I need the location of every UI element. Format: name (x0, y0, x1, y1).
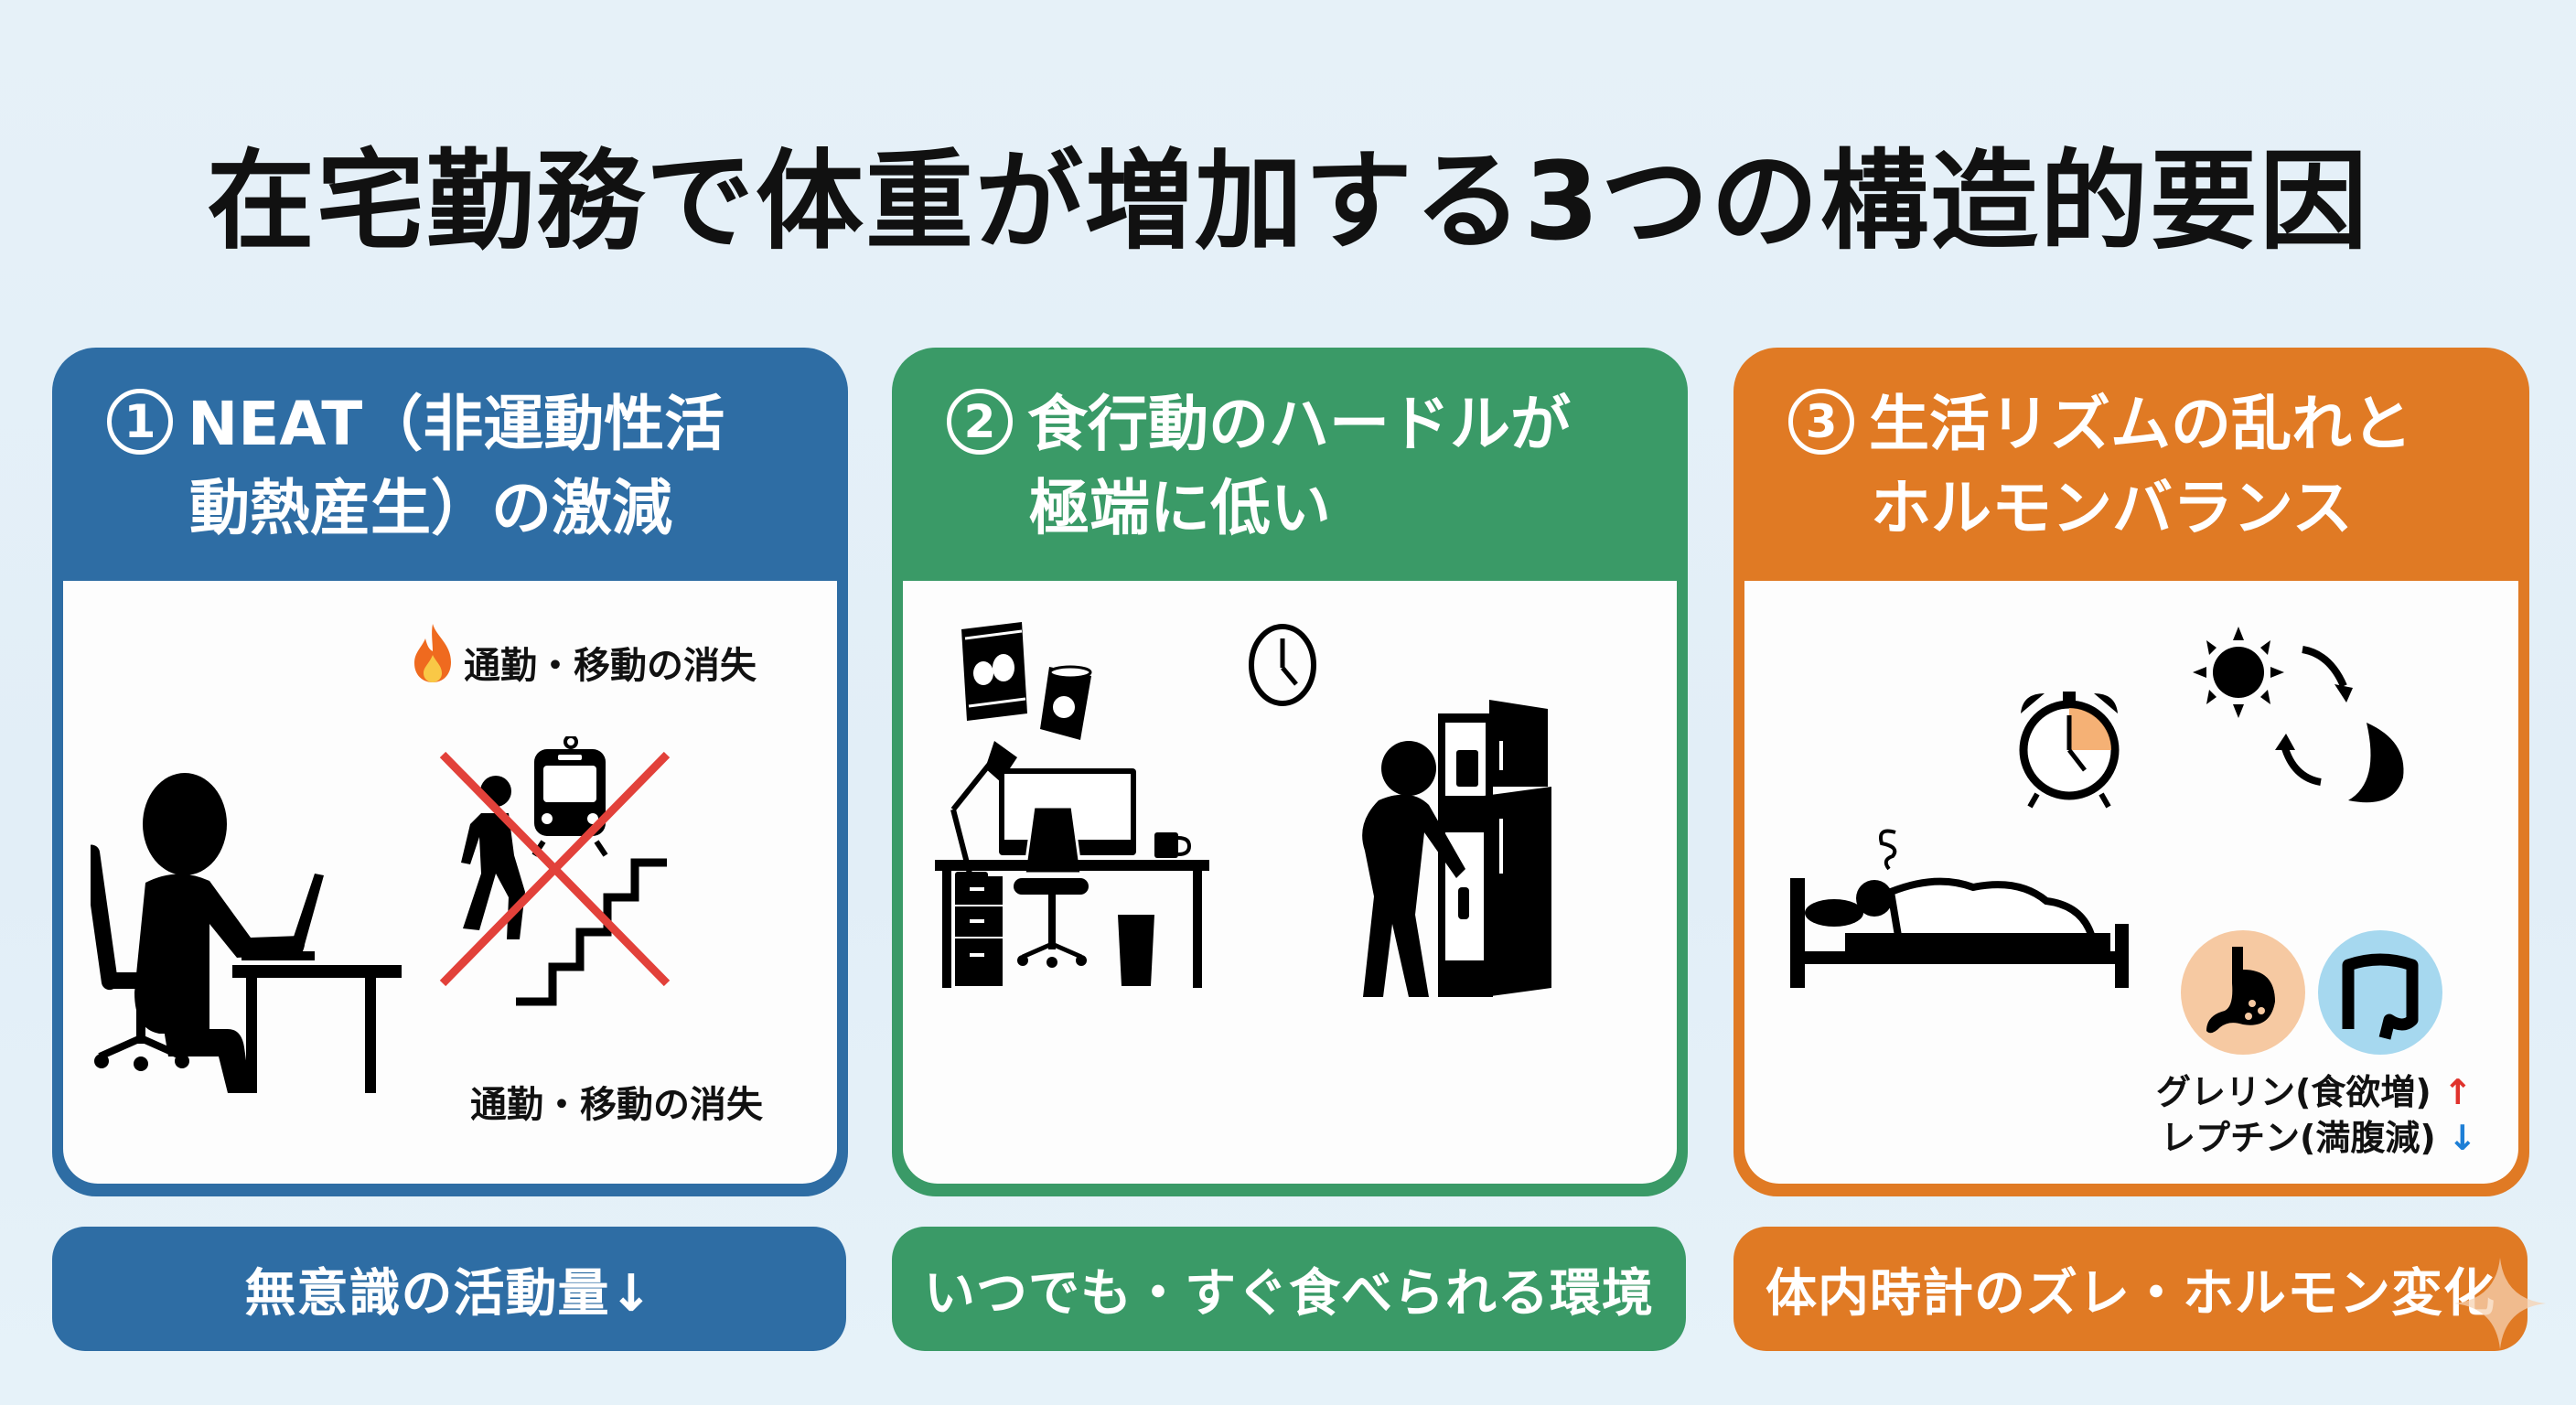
day-night-cycle (2184, 622, 2449, 832)
card-title-line1: 食行動のハードルが (1027, 389, 1571, 459)
card-title-line1: NEAT（非運動性活 (188, 389, 725, 459)
arrow-down-icon: ↓ (2447, 1118, 2477, 1158)
card-title-line2: ホルモンバランス (1871, 473, 2353, 543)
person-at-fridge-icon (1337, 695, 1648, 1006)
stomach-icon (2179, 928, 2307, 1056)
card-title-line1: 生活リズムの乱れと (1869, 389, 2412, 459)
commute-crossed-out-illustration (424, 736, 699, 1011)
intestine-icon (2316, 928, 2444, 1056)
moon-icon (2348, 723, 2404, 803)
train-icon (531, 736, 608, 857)
card-illustration (903, 581, 1677, 1184)
sparkle-icon (2454, 1258, 2546, 1349)
label-commute-lost-bottom: 通勤・移動の消失 (470, 1084, 763, 1126)
drawer-cabinet (955, 876, 1003, 986)
cycle-arrows-icon (2275, 646, 2353, 786)
number-badge: 2 (947, 389, 1013, 455)
person-at-desk-laptop-icon (91, 764, 402, 1093)
office-chair-icon (1014, 805, 1089, 968)
arrow-up-icon: ↑ (2442, 1072, 2473, 1112)
summary-pill-neat: 無意識の活動量↓ (52, 1227, 846, 1351)
summary-pill-eating: いつでも・すぐ食べられる環境 (892, 1227, 1686, 1351)
sleeping-person-bed-icon (1790, 823, 2138, 988)
card-title-line2: 動熱産生）の激減 (189, 473, 672, 543)
number-badge: 1 (107, 389, 173, 455)
hormone-leptin: レプチン(満腹減) ↓ (2161, 1110, 2477, 1160)
stairs-icon (516, 858, 667, 1006)
snack-bag-icon (958, 622, 1031, 723)
page-title: 在宅勤務で体重が増加する3つの構造的要因 (206, 138, 2370, 264)
label-commute-lost-top: 通勤・移動の消失 (464, 645, 757, 687)
sun-icon (2193, 627, 2284, 718)
red-cross-icon (439, 751, 671, 987)
card-illustration: 通勤・移動の消失 (63, 581, 837, 1184)
hormone-ghrelin: グレリン(食欲増) ↑ (2156, 1064, 2473, 1114)
desk-scene (935, 741, 1319, 997)
alarm-clock-icon (2010, 686, 2129, 814)
card-title-line2: 極端に低い (1029, 473, 1331, 543)
card-illustration: グレリン(食欲増) ↑ レプチン(満腹減) ↓ (1744, 581, 2518, 1184)
refrigerator-icon (1438, 700, 1551, 997)
ghrelin-label: グレリン(食欲増) (2156, 1072, 2431, 1112)
wall-clock-icon (1246, 622, 1319, 709)
fire-icon (409, 622, 456, 684)
leptin-label: レプチン(満腹減) (2161, 1118, 2436, 1158)
summary-pill-rhythm: 体内時計のズレ・ホルモン変化 (1733, 1227, 2528, 1351)
number-badge: 3 (1788, 389, 1854, 455)
trash-bin-icon (1118, 915, 1154, 986)
mug-icon (1154, 832, 1192, 858)
snack-can-icon (1040, 663, 1095, 741)
